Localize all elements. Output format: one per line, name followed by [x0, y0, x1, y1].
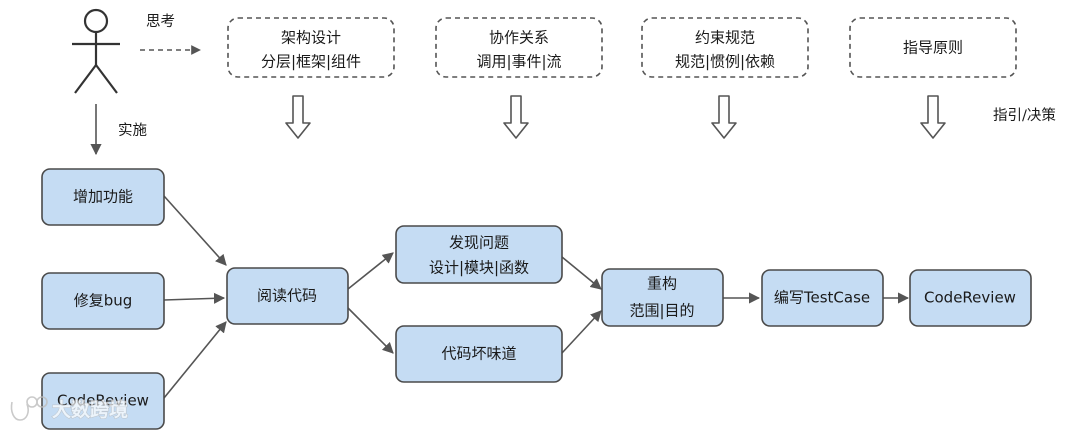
implement-label: 实施 [118, 122, 147, 139]
developer-actor-icon [72, 8, 120, 94]
read-code-label: 阅读代码 [257, 287, 317, 305]
write-testcase-label: 编写TestCase [774, 289, 870, 307]
collaboration-title: 协作关系 [489, 29, 549, 47]
code-review-output-box: CodeReview [909, 269, 1032, 327]
architecture-design-box: 架构设计 分层|框架|组件 [227, 17, 395, 78]
code-review-input-box: CodeReview [41, 372, 165, 430]
constraints-box: 约束规范 规范|惯例|依赖 [641, 17, 809, 78]
write-testcase-box: 编写TestCase [761, 269, 884, 327]
code-smell-label: 代码坏味道 [441, 345, 516, 363]
hollow-down-arrow-icon [285, 95, 311, 139]
add-feature-box: 增加功能 [41, 168, 165, 226]
watermark: 大数跨境 [10, 396, 129, 422]
problem-to-refactor-arrow [561, 256, 602, 290]
hollow-down-arrow-icon [711, 95, 737, 139]
review-to-read-arrow [163, 321, 227, 399]
fix-bug-box: 修复bug [41, 272, 165, 330]
principles-title: 指导原则 [903, 39, 963, 57]
architecture-details: 分层|框架|组件 [261, 53, 361, 71]
fix-bug-label: 修复bug [74, 292, 133, 310]
read-to-problem-arrow [347, 252, 394, 290]
smell-to-refactor-arrow [561, 310, 602, 354]
find-problem-box: 发现问题 设计|模块|函数 [395, 225, 563, 284]
code-review-input-label: CodeReview [57, 392, 149, 410]
refactor-box: 重构 范围|目的 [601, 268, 724, 327]
think-label: 思考 [146, 13, 175, 30]
find-problem-title: 发现问题 [449, 234, 509, 252]
add-feature-to-read-arrow [163, 195, 227, 266]
hollow-down-arrow-icon [920, 95, 946, 139]
collaboration-details: 调用|事件|流 [476, 53, 561, 71]
refactor-details: 范围|目的 [629, 302, 694, 320]
code-smell-box: 代码坏味道 [395, 325, 563, 383]
find-problem-details: 设计|模块|函数 [429, 259, 529, 277]
collaboration-box: 协作关系 调用|事件|流 [435, 17, 603, 78]
code-review-output-label: CodeReview [924, 289, 1016, 307]
read-code-box: 阅读代码 [226, 267, 349, 325]
guide-decision-label: 指引/决策 [993, 107, 1056, 124]
constraints-details: 规范|惯例|依赖 [675, 53, 775, 71]
refactor-title: 重构 [647, 275, 677, 293]
hollow-down-arrow-icon [503, 95, 529, 139]
architecture-title: 架构设计 [281, 29, 341, 47]
principles-box: 指导原则 [849, 17, 1017, 78]
watermark-text: 大数跨境 [52, 398, 128, 421]
fix-bug-to-read-arrow [163, 292, 226, 304]
read-to-smell-arrow [347, 307, 394, 354]
constraints-title: 约束规范 [695, 29, 755, 47]
add-feature-label: 增加功能 [73, 188, 133, 206]
watermark-logo-icon [10, 396, 48, 421]
